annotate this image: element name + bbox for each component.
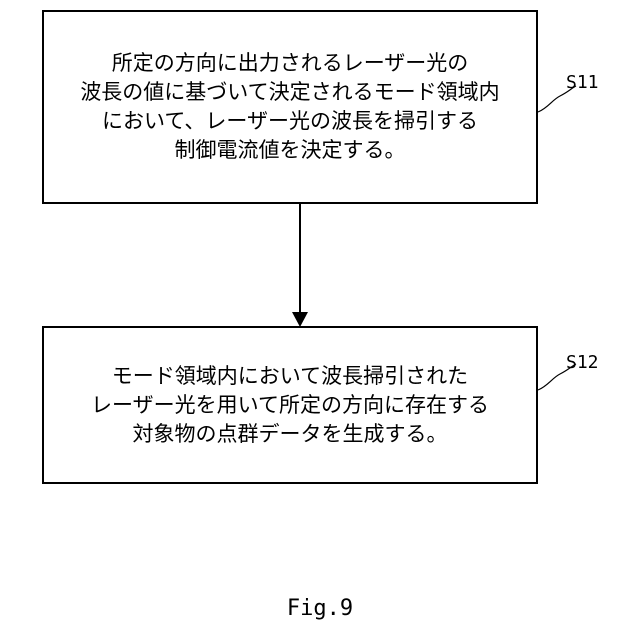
step-s12-line-3: 対象物の点群データを生成する。	[91, 420, 489, 449]
step-label-s11: S11	[566, 72, 599, 93]
flow-arrow-head	[292, 312, 308, 327]
figure-caption: Fig.9	[0, 596, 640, 621]
step-s12-line-1: モード領域内において波長掃引された	[91, 362, 489, 391]
step-s11-line-4: 制御電流値を決定する。	[80, 136, 499, 165]
step-s12-line-2: レーザー光を用いて所定の方向に存在する	[91, 391, 489, 420]
step-text-s11: 所定の方向に出力されるレーザー光の 波長の値に基づいて決定されるモード領域内 に…	[80, 49, 499, 165]
step-box-s12: モード領域内において波長掃引された レーザー光を用いて所定の方向に存在する 対象…	[42, 326, 538, 484]
step-label-s12: S12	[566, 352, 599, 373]
step-text-s12: モード領域内において波長掃引された レーザー光を用いて所定の方向に存在する 対象…	[91, 362, 489, 449]
step-s11-line-1: 所定の方向に出力されるレーザー光の	[80, 49, 499, 78]
step-s11-line-3: において、レーザー光の波長を掃引する	[80, 107, 499, 136]
step-box-s11: 所定の方向に出力されるレーザー光の 波長の値に基づいて決定されるモード領域内 に…	[42, 10, 538, 204]
step-s11-line-2: 波長の値に基づいて決定されるモード領域内	[80, 78, 499, 107]
